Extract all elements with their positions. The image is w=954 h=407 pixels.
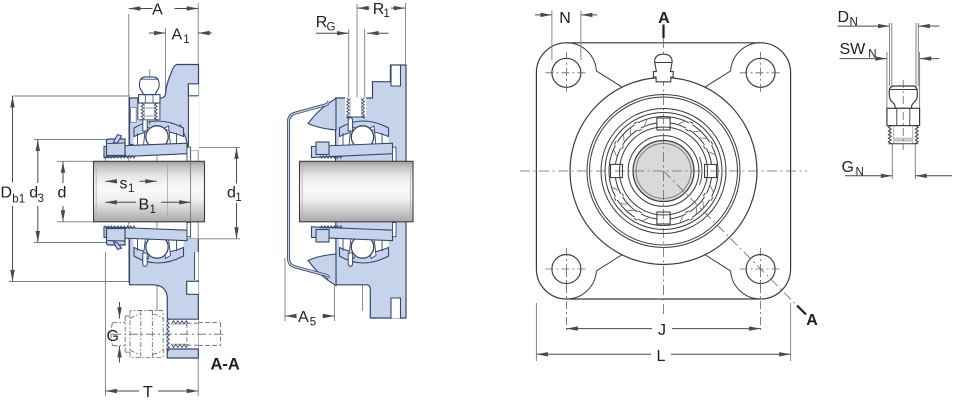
svg-text:G: G: [327, 21, 336, 33]
svg-text:s: s: [120, 176, 128, 193]
svg-text:1: 1: [183, 34, 189, 46]
svg-text:A: A: [152, 2, 163, 19]
svg-text:A: A: [172, 27, 183, 44]
svg-text:A: A: [806, 312, 818, 329]
svg-text:A: A: [658, 10, 670, 27]
svg-text:5: 5: [310, 317, 316, 329]
svg-text:N: N: [868, 49, 876, 61]
svg-text:R: R: [316, 14, 328, 31]
svg-text:1: 1: [128, 183, 134, 195]
svg-text:L: L: [657, 348, 666, 365]
svg-text:D: D: [1, 184, 13, 201]
svg-text:N: N: [559, 10, 571, 27]
svg-text:J: J: [658, 322, 666, 339]
svg-text:N: N: [856, 167, 864, 179]
svg-text:B: B: [139, 197, 150, 214]
svg-text:N: N: [850, 17, 858, 29]
svg-text:T: T: [143, 384, 153, 401]
svg-text:R: R: [373, 1, 385, 18]
svg-text:D: D: [838, 9, 850, 26]
svg-text:1: 1: [235, 192, 241, 204]
svg-text:1: 1: [150, 204, 156, 216]
svg-text:G: G: [842, 159, 854, 176]
svg-text:d: d: [29, 184, 38, 201]
svg-text:SW: SW: [840, 41, 867, 58]
svg-text:1: 1: [383, 8, 389, 20]
svg-text:A-A: A-A: [211, 356, 240, 374]
svg-text:d: d: [58, 184, 67, 201]
svg-text:d: d: [227, 184, 236, 201]
svg-text:3: 3: [38, 193, 44, 205]
svg-text:b1: b1: [12, 193, 25, 205]
svg-text:A: A: [298, 309, 309, 326]
svg-text:G: G: [107, 328, 119, 345]
